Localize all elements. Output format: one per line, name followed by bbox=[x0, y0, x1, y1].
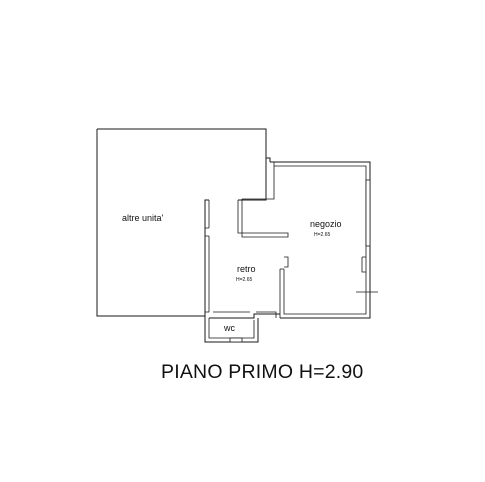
room-label-retro: retro bbox=[237, 264, 256, 274]
negozio-partition bbox=[237, 199, 289, 238]
retro-inner-wall bbox=[213, 311, 277, 318]
negozio-outer-wall bbox=[266, 157, 371, 319]
altre-unita-inner-wall bbox=[205, 200, 210, 313]
negozio-opening bbox=[361, 256, 366, 273]
room-height-negozio: H=2.65 bbox=[314, 232, 330, 238]
negozio-door-mark bbox=[356, 283, 378, 300]
room-height-retro: H=2.65 bbox=[236, 277, 252, 283]
room-label-wc: wc bbox=[223, 323, 235, 333]
altre-unita-outline bbox=[96, 128, 267, 317]
negozio-window bbox=[365, 179, 371, 247]
retro-wall bbox=[209, 313, 280, 319]
room-label-negozio: negozio bbox=[310, 219, 342, 229]
wc-window bbox=[229, 337, 243, 343]
negozio-inner-wall bbox=[242, 162, 367, 315]
room-label-altre-unita: altre unita' bbox=[122, 213, 164, 223]
negozio-retro-divider bbox=[279, 256, 289, 318]
plan-title: PIANO PRIMO H=2.90 bbox=[161, 361, 363, 383]
